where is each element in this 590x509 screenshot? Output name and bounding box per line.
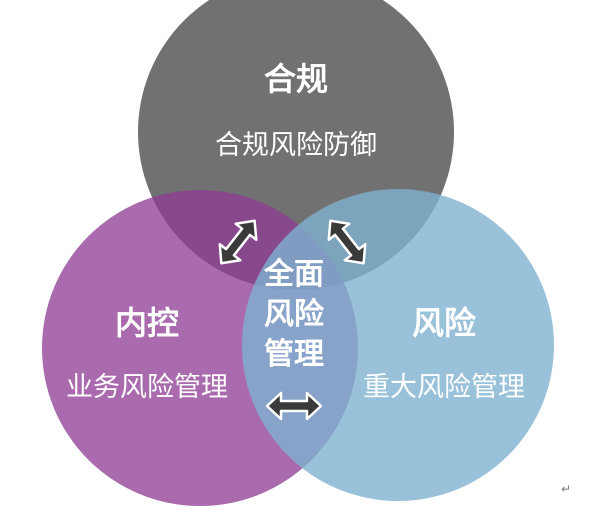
arrow-internal-risk-icon — [265, 391, 323, 421]
risk-title: 风险 — [412, 304, 477, 342]
internal-control-subtitle: 业务风险管理 — [66, 372, 228, 403]
center-line-2: 风险 — [264, 297, 325, 332]
compliance-subtitle: 合规风险防御 — [215, 130, 377, 161]
return-mark: ↵ — [561, 482, 571, 496]
center-line-1: 全面 — [263, 257, 324, 292]
arrow-compliance-risk-icon — [327, 219, 367, 265]
risk-subtitle: 重大风险管理 — [363, 372, 525, 403]
center-line-3: 管理 — [264, 337, 324, 372]
compliance-title: 合规 — [264, 60, 328, 98]
internal-control-title: 内控 — [115, 304, 179, 342]
circle-risk — [242, 189, 554, 501]
arrow-compliance-internal-icon — [218, 219, 258, 265]
